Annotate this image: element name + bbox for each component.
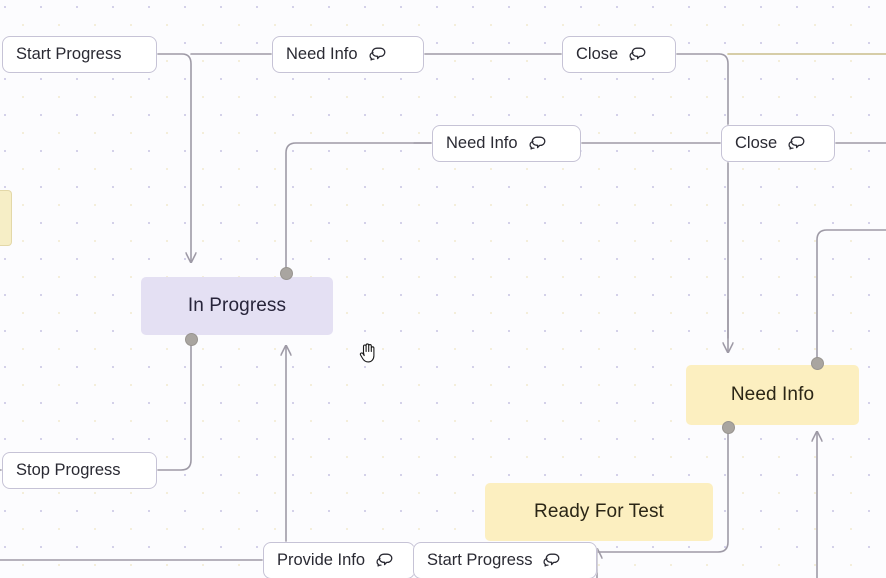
edge-need-info-top-handle-out: [816, 229, 886, 364]
transition-close-top[interactable]: Close: [562, 36, 676, 73]
viewport-edge-marker[interactable]: [0, 190, 12, 246]
transition-need-info-mid[interactable]: Need Info: [432, 125, 581, 162]
transition-need-info-top[interactable]: Need Info: [272, 36, 424, 73]
handle-need-info-top[interactable]: [810, 356, 824, 370]
transition-label: Provide Info: [277, 551, 366, 570]
transition-label: Close: [576, 45, 619, 64]
comment-icon: [367, 46, 387, 63]
transition-close-mid[interactable]: Close: [721, 125, 835, 162]
comment-icon: [627, 46, 647, 63]
edge-in-progress-to-stop-progress: [156, 338, 192, 471]
node-ready-for-test-label: Ready For Test: [534, 501, 664, 522]
transition-label: Close: [735, 134, 778, 153]
transition-start-progress-top[interactable]: Start Progress: [2, 36, 157, 73]
node-in-progress-label: In Progress: [187, 295, 287, 316]
comment-icon: [374, 552, 394, 569]
node-need-info-label: Need Info: [730, 384, 815, 405]
transition-start-progress-bottom[interactable]: Start Progress: [413, 542, 597, 578]
transition-label: Stop Progress: [16, 461, 121, 480]
comment-icon: [786, 135, 806, 152]
transition-stop-progress[interactable]: Stop Progress: [2, 452, 157, 489]
comment-icon: [527, 135, 547, 152]
node-ready-for-test[interactable]: Ready For Test: [485, 483, 713, 541]
node-need-info[interactable]: Need Info: [686, 365, 859, 425]
transition-label: Need Info: [446, 134, 518, 153]
edge-start-progress-to-in-progress: [156, 53, 191, 262]
edge-close-top-out: [675, 53, 729, 339]
edge-in-progress-to-need-info-mid: [285, 142, 433, 274]
node-in-progress[interactable]: In Progress: [141, 277, 333, 335]
grab-hand-cursor: [356, 340, 382, 366]
handle-need-info-bottom[interactable]: [721, 420, 735, 434]
transition-label: Need Info: [286, 45, 358, 64]
transition-label: Start Progress: [16, 45, 122, 64]
transition-label: Start Progress: [427, 551, 533, 570]
handle-in-progress-top[interactable]: [279, 266, 293, 280]
comment-icon: [541, 552, 561, 569]
handle-in-progress-bottom[interactable]: [184, 332, 198, 346]
transition-provide-info[interactable]: Provide Info: [263, 542, 415, 578]
